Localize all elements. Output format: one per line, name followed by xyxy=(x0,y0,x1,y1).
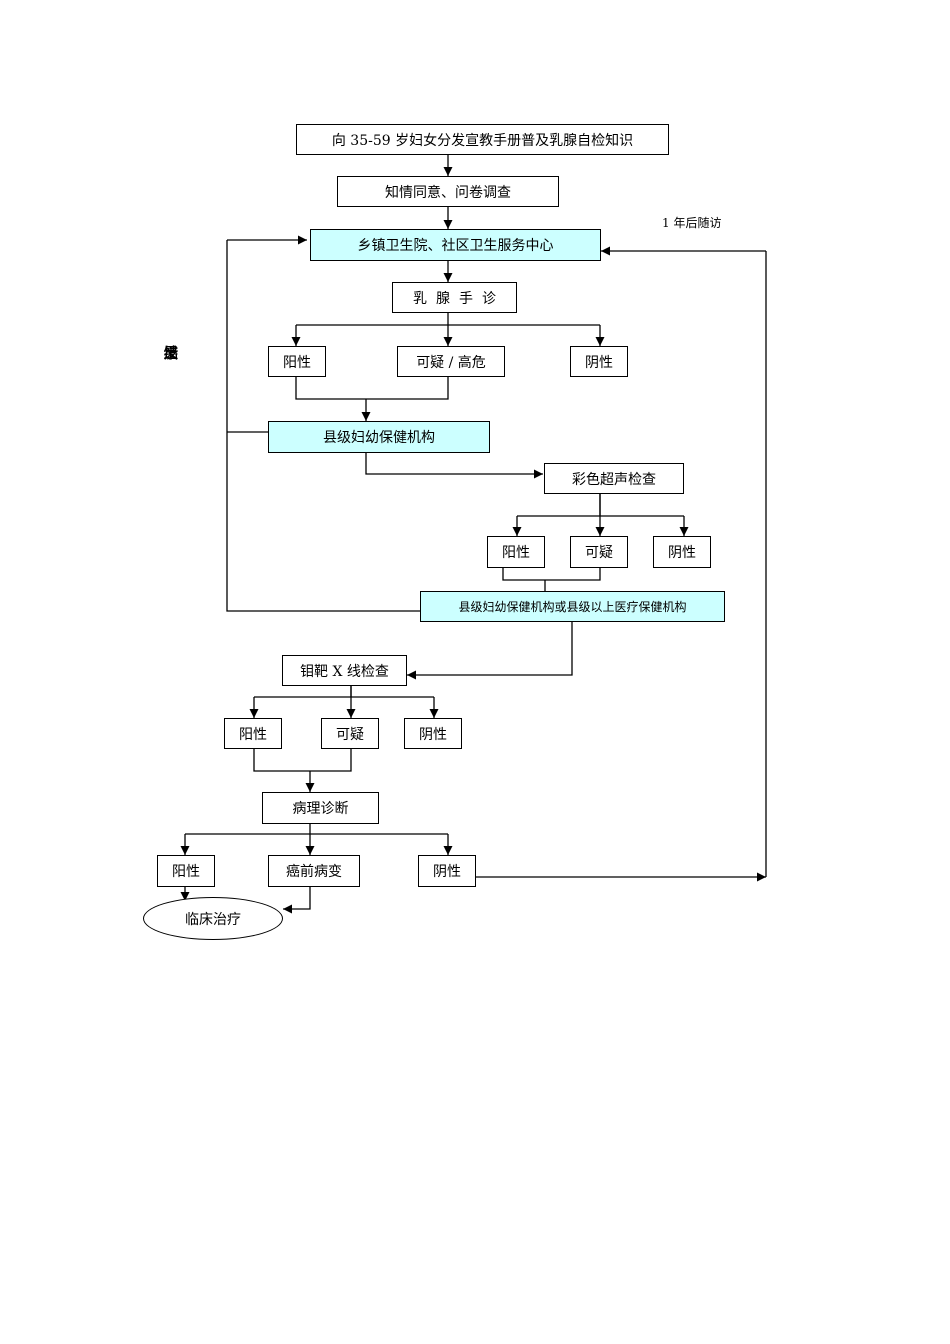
node-path-pos: 阳性 xyxy=(157,855,215,887)
feedback-char: 馈 xyxy=(163,344,179,362)
line-palp-merge xyxy=(295,377,449,400)
node-path-neg: 阴性 xyxy=(418,855,476,887)
node-palp-susp: 可疑 / 高危 xyxy=(397,346,505,377)
node-us-susp: 可疑 xyxy=(570,536,628,568)
node-us-pos: 阳性 xyxy=(487,536,545,568)
node-ultrasound: 彩色超声检查 xyxy=(544,463,684,494)
line-feedback-bottom xyxy=(226,240,420,612)
node-palpation: 乳腺手诊 xyxy=(392,282,517,313)
node-xr-susp: 可疑 xyxy=(321,718,379,749)
arrow-pre-treatment xyxy=(283,887,311,914)
arrow-county-plus-xray xyxy=(407,622,573,680)
arrow-county-ultrasound xyxy=(365,453,543,479)
node-path-pre: 癌前病变 xyxy=(268,855,360,887)
line-xr-merge xyxy=(253,749,352,772)
node-palp-pos: 阳性 xyxy=(268,346,326,377)
node-xray: 钼靶 X 线检查 xyxy=(282,655,407,686)
node-promote: 向 35-59 岁妇女分发宣教手册普及乳腺自检知识 xyxy=(296,124,669,155)
node-us-neg: 阴性 xyxy=(653,536,711,568)
node-township: 乡镇卫生院、社区卫生服务中心 xyxy=(310,229,601,261)
node-county: 县级妇幼保健机构 xyxy=(268,421,490,453)
node-consent: 知情同意、问卷调查 xyxy=(337,176,559,207)
feedback-char: 反 xyxy=(163,344,179,362)
node-treatment: 临床治疗 xyxy=(143,897,283,940)
node-xr-pos: 阳性 xyxy=(224,718,282,749)
node-pathology: 病理诊断 xyxy=(262,792,379,824)
followup-note: 1 年后随访 xyxy=(662,216,722,230)
node-xr-neg: 阴性 xyxy=(404,718,462,749)
feedback-char: 果 xyxy=(163,344,179,362)
node-palp-neg: 阴性 xyxy=(570,346,628,377)
node-county-plus: 县级妇幼保健机构或县级以上医疗保健机构 xyxy=(420,591,725,622)
line-us-merge xyxy=(502,568,601,581)
feedback-char: 结 xyxy=(163,344,179,362)
